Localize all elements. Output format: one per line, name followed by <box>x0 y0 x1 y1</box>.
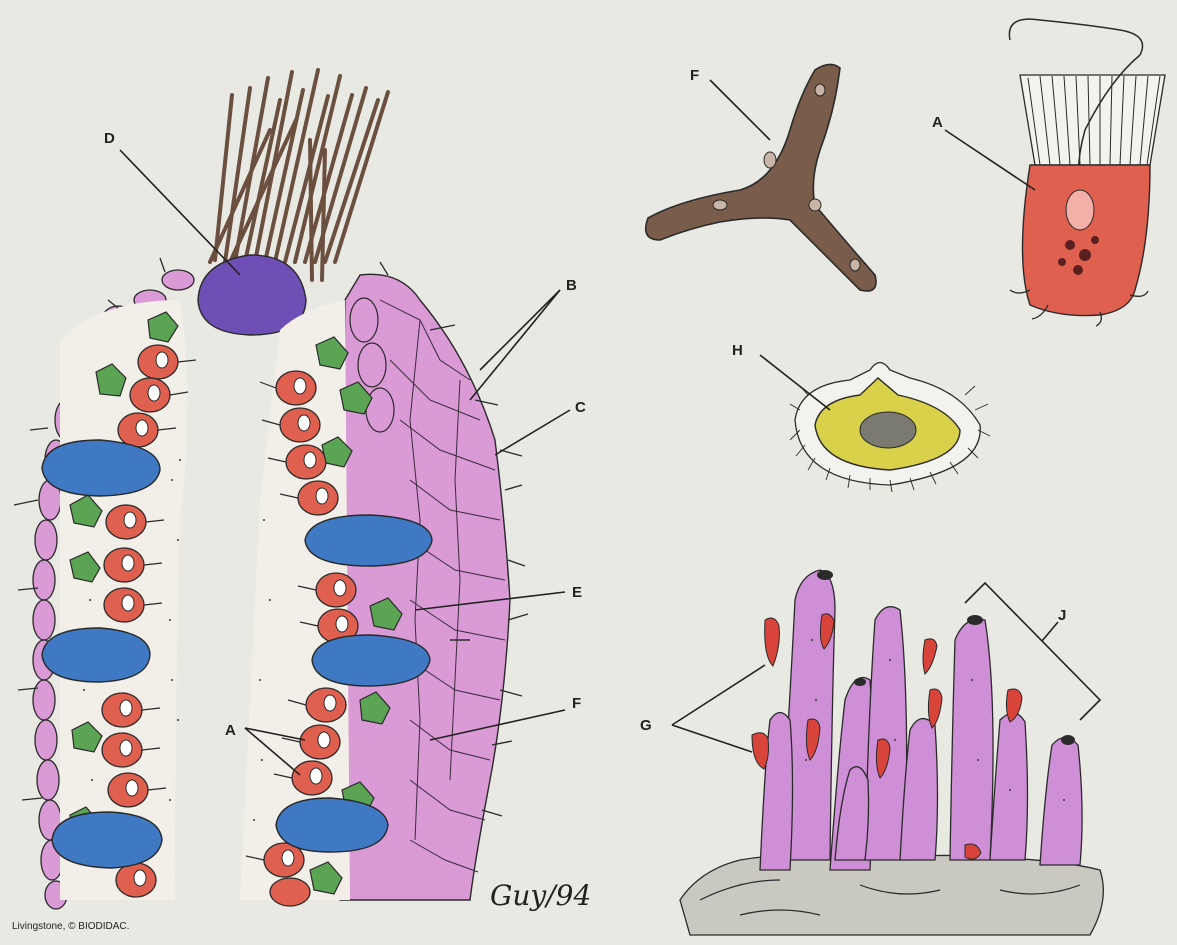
label-a-cell: A <box>932 114 943 131</box>
label-g: G <box>640 717 652 734</box>
flagella-bundle <box>210 70 388 280</box>
spicule-triradiate <box>646 64 876 291</box>
gemmule-leader <box>760 355 830 410</box>
gemmule <box>790 363 990 493</box>
signature: Guy/94 <box>490 879 591 912</box>
colony-leader-lines <box>672 665 765 752</box>
label-e: E <box>572 584 582 601</box>
sponge-colony <box>680 570 1103 935</box>
label-f-wall: F <box>572 695 581 712</box>
substrate <box>680 855 1103 935</box>
label-j: J <box>1058 607 1066 624</box>
choanocyte-body <box>1023 165 1151 316</box>
label-f-spicule: F <box>690 67 699 84</box>
label-h: H <box>732 342 743 359</box>
credit-text: Livingstone, © BIODIDAC. <box>12 921 129 932</box>
choanocyte-cell <box>1009 19 1165 326</box>
choanocyte-leader <box>945 130 1035 190</box>
spicule-leader <box>710 80 770 140</box>
flagellum <box>1009 19 1142 55</box>
label-a-wall: A <box>225 722 236 739</box>
label-c: C <box>575 399 586 416</box>
label-d: D <box>104 130 115 147</box>
label-b: B <box>566 277 577 294</box>
body-wall-section <box>14 70 528 909</box>
